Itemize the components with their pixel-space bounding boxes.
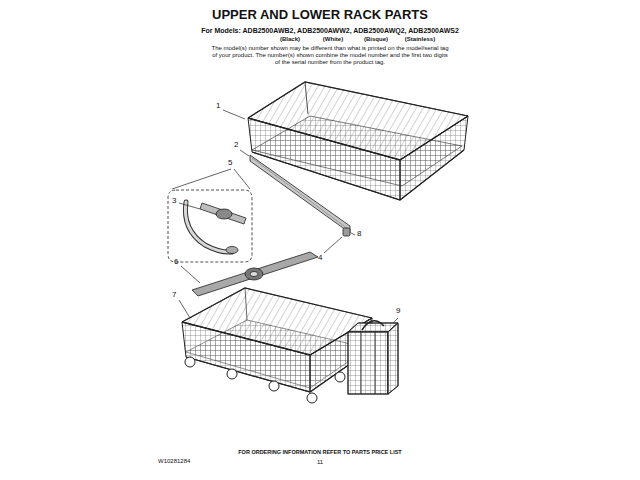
lower-rack — [182, 288, 372, 392]
callout-number: 8 — [357, 229, 361, 238]
upper-rack — [248, 116, 468, 160]
rack-wheels — [185, 352, 371, 403]
silverware-basket — [388, 323, 398, 394]
lower-rack — [182, 322, 310, 392]
model-note: The model(s) number shown may be differe… — [210, 45, 450, 66]
lower-spray-arm — [192, 252, 318, 296]
lower-spray-arm — [245, 268, 263, 280]
rack-wheels — [227, 369, 237, 379]
page-number: 11 — [300, 459, 340, 466]
ordering-note: FOR ORDERING INFORMATION REFER TO PARTS … — [170, 449, 470, 455]
callout-number: 2 — [234, 140, 238, 149]
leader-line — [181, 266, 200, 283]
color-name: (Black) — [270, 36, 310, 43]
silverware-basket — [388, 323, 398, 394]
lower-spray-arm — [250, 272, 258, 277]
upper-rack — [252, 150, 464, 200]
bracket-lines — [172, 169, 231, 189]
spray-arm-assembly — [226, 247, 238, 254]
lower-spray-arm — [192, 252, 318, 296]
leader-line — [393, 318, 398, 323]
callout-number: 5 — [228, 158, 232, 167]
color-name: (White) — [313, 36, 353, 43]
lower-rack — [245, 288, 247, 320]
leader-line — [324, 237, 342, 253]
rack-wheels — [269, 381, 279, 391]
color-name: (Stainless) — [398, 36, 442, 43]
lower-rack — [186, 350, 370, 392]
spray-arm-assembly — [168, 190, 252, 262]
leader-line — [240, 150, 249, 156]
callout-number: 1 — [216, 101, 220, 110]
rack-wheels — [185, 357, 195, 367]
callout-number: 4 — [318, 253, 322, 262]
callout-number: 7 — [172, 290, 176, 299]
rack-rail — [250, 155, 350, 233]
rail-end-cap — [343, 228, 350, 236]
leader-line — [223, 110, 245, 119]
rack-rail — [252, 158, 348, 229]
callout-number: 6 — [174, 257, 178, 266]
leader-line — [179, 203, 200, 209]
leader-line — [179, 110, 398, 323]
silverware-basket — [348, 321, 398, 394]
lower-rack — [182, 288, 372, 322]
callout-number: 9 — [396, 306, 400, 315]
silverware-basket — [348, 332, 388, 394]
spray-arm-assembly — [200, 203, 246, 224]
spray-arm-assembly — [168, 190, 252, 262]
rack-wheels — [335, 372, 345, 382]
page-title: UPPER AND LOWER RACK PARTS — [120, 8, 520, 23]
model-list: For Models: ADB2500AWB2, ADB2500AWW2, AD… — [180, 27, 480, 35]
rack-wheels — [307, 393, 317, 403]
upper-rack — [248, 118, 400, 200]
leader-line — [179, 300, 190, 318]
upper-rack — [305, 82, 308, 114]
leader-line — [351, 233, 355, 235]
upper-rack — [248, 82, 468, 118]
spray-arm-assembly — [216, 209, 232, 219]
color-name: (Bisque) — [356, 36, 396, 43]
silverware-basket — [348, 332, 388, 394]
bracket-lines — [172, 169, 250, 189]
rack-rail — [250, 155, 350, 233]
rail-end-cap — [343, 228, 350, 236]
bracket-lines — [234, 169, 250, 189]
silverware-basket — [375, 332, 376, 394]
silverware-basket — [361, 332, 362, 394]
lower-rack — [182, 318, 372, 355]
silverware-basket — [362, 321, 384, 330]
part-document-number: W10281284 — [158, 458, 190, 465]
upper-rack — [400, 116, 468, 200]
callout-number: 3 — [172, 196, 176, 205]
